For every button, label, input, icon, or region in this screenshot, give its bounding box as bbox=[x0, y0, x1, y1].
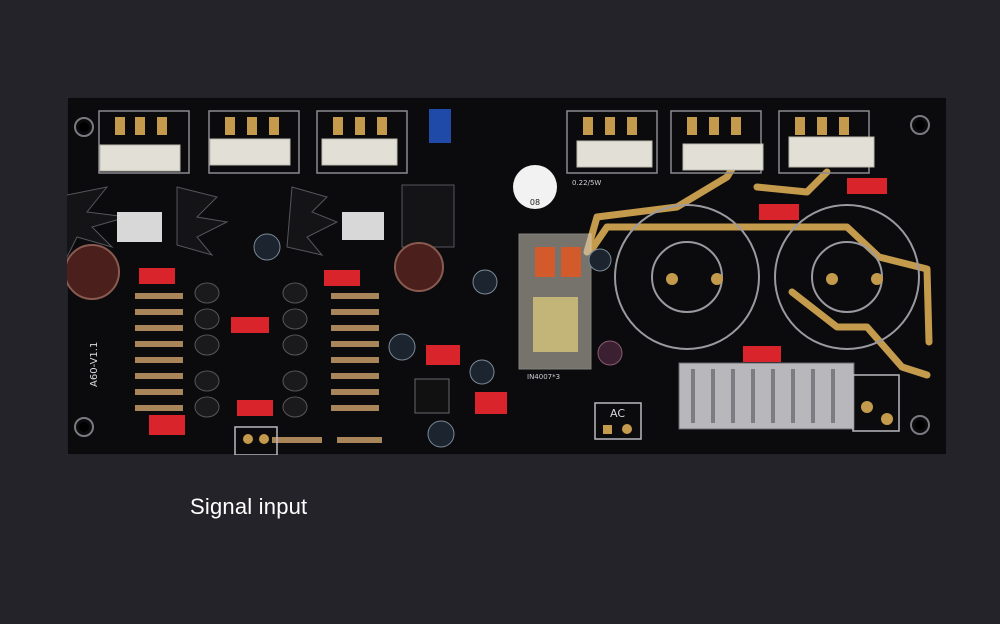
amplifier-board-image: 08 AC A60-V1.1 IN4007*3 0.22/5W bbox=[56, 96, 948, 456]
pcb-photo: 08 AC A60-V1.1 IN4007*3 0.22/5W bbox=[56, 96, 948, 456]
cap-label: 0.22/5W bbox=[572, 179, 601, 187]
ac-label: AC bbox=[610, 407, 625, 420]
relay-label: IN4007*3 bbox=[527, 373, 560, 381]
model-label: A60-V1.1 bbox=[89, 342, 100, 387]
signal-input-caption: Signal input bbox=[190, 494, 308, 519]
sticker-number: 08 bbox=[530, 198, 540, 207]
